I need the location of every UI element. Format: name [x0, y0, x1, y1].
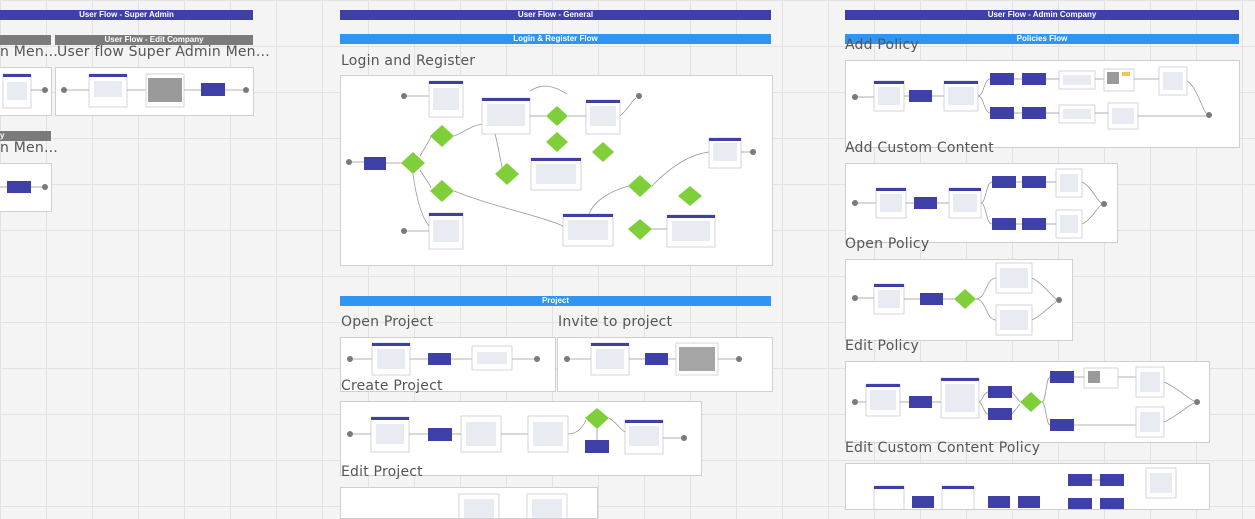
- frame-title-open-policy[interactable]: Open Policy: [845, 236, 930, 252]
- flow-diagram: [852, 262, 1062, 336]
- section-banner-left-partial[interactable]: [0, 35, 51, 45]
- frame-title-edit-policy[interactable]: Edit Policy: [845, 338, 920, 354]
- flow-diagram: [458, 493, 568, 518]
- flow-diagram: [852, 66, 1212, 130]
- flow-diagram: [61, 73, 249, 108]
- frame-title-add-policy[interactable]: Add Policy: [845, 37, 919, 53]
- flow-diagram: [347, 408, 687, 455]
- flow-board-edit-project[interactable]: [340, 487, 598, 519]
- flow-diagram: [852, 366, 1200, 438]
- frame-title-login-register[interactable]: Login and Register: [341, 53, 476, 69]
- frame-title-super-admin-menu-1[interactable]: n Men…: [0, 44, 59, 60]
- flow-board-invite-to-project[interactable]: [557, 337, 773, 392]
- frame-title-edit-project[interactable]: Edit Project: [341, 464, 423, 480]
- section-banner-edit-company[interactable]: User Flow - Edit Company: [55, 35, 253, 45]
- frame-title-super-admin-menu-2[interactable]: User flow Super Admin Men…: [57, 44, 270, 60]
- sub-banner-login-register[interactable]: Login & Register Flow: [340, 34, 771, 44]
- flow-board-super-admin-3[interactable]: [0, 163, 52, 212]
- frame-title-edit-custom-content-policy[interactable]: Edit Custom Content Policy: [845, 440, 1041, 456]
- flow-diagram: [852, 168, 1107, 239]
- flow-board-super-admin-2[interactable]: [55, 67, 254, 116]
- flow-diagram: [2, 73, 48, 109]
- frame-title-open-project[interactable]: Open Project: [341, 314, 434, 330]
- sub-banner-policies[interactable]: Policies Flow: [845, 34, 1239, 44]
- flow-diagram: [0, 181, 48, 193]
- frame-title-super-admin-menu-3[interactable]: n Men…: [0, 140, 59, 156]
- flow-diagram: [347, 342, 540, 376]
- section-banner-general[interactable]: User Flow - General: [340, 10, 771, 20]
- flow-board-login-register[interactable]: [340, 75, 773, 266]
- frame-title-create-project[interactable]: Create Project: [341, 378, 443, 394]
- frame-title-add-custom-content[interactable]: Add Custom Content: [845, 140, 994, 156]
- section-banner-super-admin[interactable]: User Flow - Super Admin: [0, 10, 253, 20]
- section-banner-left-partial-2[interactable]: y: [0, 131, 51, 141]
- section-banner-admin-company[interactable]: User Flow - Admin Company: [845, 10, 1239, 20]
- frame-title-invite-to-project[interactable]: Invite to project: [558, 314, 673, 330]
- flow-board-create-project[interactable]: [340, 401, 702, 476]
- flow-diagram: [564, 342, 742, 376]
- flow-diagram: [873, 467, 1177, 509]
- flow-board-open-policy[interactable]: [845, 259, 1073, 341]
- sub-banner-project[interactable]: Project: [340, 296, 771, 306]
- flow-board-add-custom-content[interactable]: [845, 163, 1118, 243]
- flow-board-add-policy[interactable]: [845, 60, 1240, 148]
- flow-diagram: [346, 80, 756, 250]
- flow-board-open-project[interactable]: [340, 337, 556, 392]
- flow-board-edit-custom-content-policy[interactable]: [845, 463, 1210, 510]
- flow-board-super-admin-1[interactable]: [0, 67, 52, 116]
- flow-board-edit-policy[interactable]: [845, 361, 1210, 443]
